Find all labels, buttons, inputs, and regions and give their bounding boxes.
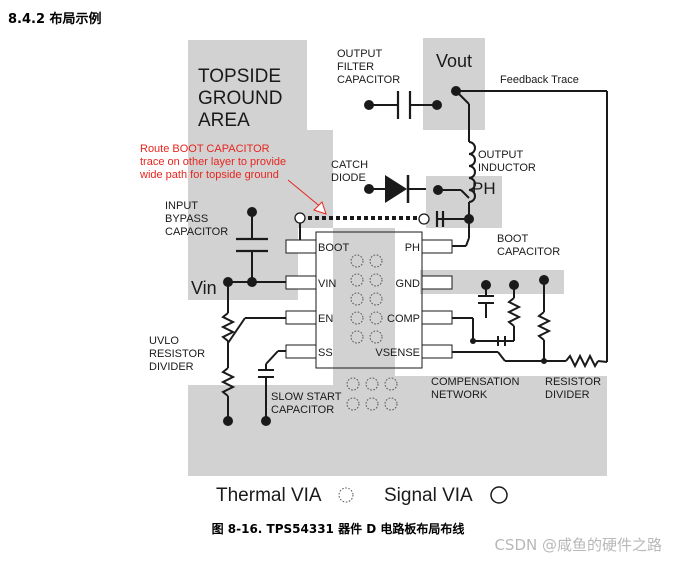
pin-ss: SS [318,347,333,359]
svg-text:BYPASS: BYPASS [165,213,208,225]
pin-boot: BOOT [318,242,349,254]
vout-copper [423,38,485,130]
pad-en [285,310,317,325]
bottom-ground-area [188,376,607,476]
figure-caption: 图 8-16. TPS54331 器件 D 电路板布局布线 [211,522,465,536]
compensation-network-label: COMPENSATION NETWORK [431,376,519,401]
pad-comp [421,310,453,325]
thermal-pad-copper [333,228,395,423]
svg-text:wide path for topside ground: wide path for topside ground [139,169,279,181]
catch-diode-label: CATCH DIODE [331,159,368,184]
pad-vsense [421,344,453,359]
pad-vin [285,275,317,290]
pin-labels: BOOT VIN EN SS PH GND COMP VSENSE [318,242,420,359]
resistor-divider-label: RESISTOR DIVIDER [545,376,601,401]
pin-gnd: GND [396,278,421,290]
topside-ground-area [188,40,333,270]
svg-text:GROUND: GROUND [198,88,282,109]
thermal-vias [346,254,398,411]
svg-text:COMPENSATION: COMPENSATION [431,376,519,388]
boot-capacitor-label: BOOT CAPACITOR [497,233,560,258]
svg-text:BOOT: BOOT [497,233,528,245]
pin-comp: COMP [387,313,420,325]
svg-text:INDUCTOR: INDUCTOR [478,162,536,174]
ph-node-label: PH [472,179,496,198]
svg-text:UVLO: UVLO [149,335,179,347]
output-inductor-label: OUTPUT INDUCTOR [478,149,536,174]
thermal-via-legend-label: Thermal VIA [216,485,322,506]
pin-vsense: VSENSE [375,347,420,359]
catch-diode-symbol [385,175,410,203]
svg-text:INPUT: INPUT [165,200,198,212]
route-arrow-head [313,201,327,215]
input-bypass-capacitor-label: INPUT BYPASS CAPACITOR [165,200,228,238]
svg-text:CAPACITOR: CAPACITOR [497,246,560,258]
svg-text:AREA: AREA [198,110,250,131]
svg-text:CAPACITOR: CAPACITOR [271,404,334,416]
vin-label: Vin [191,278,217,298]
topside-ground-label: TOPSIDE GROUND AREA [198,66,282,131]
pin-vin: VIN [318,278,336,290]
svg-text:Route BOOT CAPACITOR: Route BOOT CAPACITOR [140,143,270,155]
svg-text:SLOW START: SLOW START [271,391,342,403]
copper-regions [188,38,607,476]
pad-gnd [421,275,453,290]
svg-text:OUTPUT: OUTPUT [478,149,524,161]
route-arrow-line [287,179,323,209]
svg-text:CAPACITOR: CAPACITOR [337,74,400,86]
junction-dots [223,86,549,426]
svg-text:TOPSIDE: TOPSIDE [198,66,281,87]
svg-text:FILTER: FILTER [337,61,374,73]
vout-label: Vout [436,51,472,71]
watermark: CSDN @咸鱼的硬件之路 [494,536,662,554]
svg-text:RESISTOR: RESISTOR [545,376,601,388]
pad-boot [285,239,317,254]
svg-text:DIVIDER: DIVIDER [149,361,194,373]
uvlo-resistor-divider-label: UVLO RESISTOR DIVIDER [149,335,205,373]
svg-text:CATCH: CATCH [331,159,368,171]
svg-text:NETWORK: NETWORK [431,389,488,401]
thermal-via-legend-icon [338,487,354,503]
svg-text:DIVIDER: DIVIDER [545,389,590,401]
ic-pads [285,239,453,359]
svg-text:RESISTOR: RESISTOR [149,348,205,360]
section-heading: 8.4.2 布局示例 [8,12,102,27]
svg-text:CAPACITOR: CAPACITOR [165,226,228,238]
pin-ph: PH [405,242,420,254]
svg-text:OUTPUT: OUTPUT [337,48,383,60]
pcb-layout-diagram: BOOT VIN EN SS PH GND COMP VSENSE [139,38,608,506]
signal-via-legend-label: Signal VIA [384,485,473,506]
slow-start-capacitor-label: SLOW START CAPACITOR [271,391,342,416]
signal-vias [294,212,430,225]
pin-en: EN [318,313,333,325]
pad-ss [285,344,317,359]
pad-ph [421,239,453,254]
signal-via-legend-icon [490,486,508,504]
route-boot-note: Route BOOT CAPACITOR trace on other laye… [139,143,286,181]
capacitor-plates [236,91,445,253]
ic-body [315,231,423,369]
svg-text:DIODE: DIODE [331,172,366,184]
feedback-trace-label: Feedback Trace [500,74,579,86]
output-filter-capacitor-label: OUTPUT FILTER CAPACITOR [337,48,400,86]
svg-text:trace on other layer to provi: trace on other layer to provide [140,156,286,168]
